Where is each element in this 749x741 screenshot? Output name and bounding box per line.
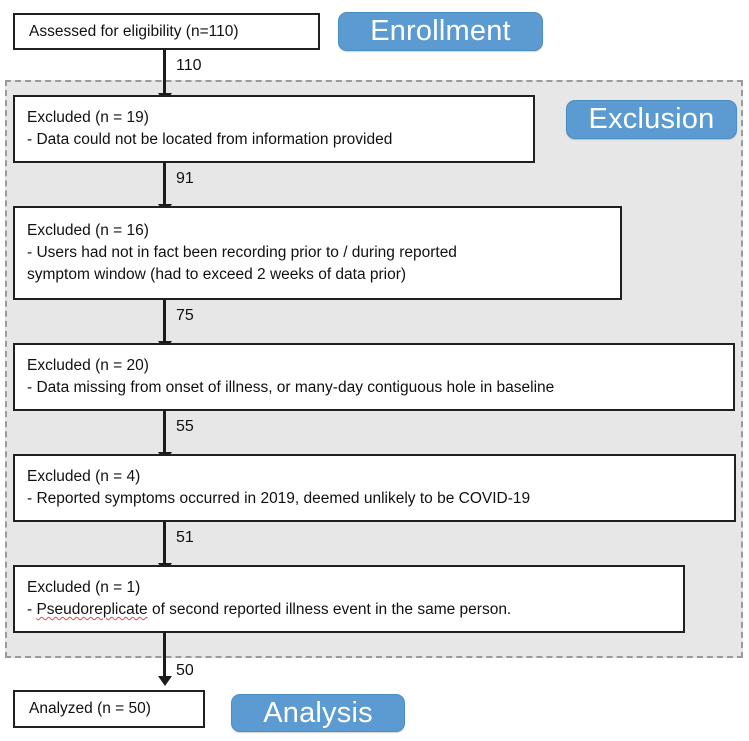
node-excluded-16-line-1: Excluded (n = 16) [27,222,149,239]
arrow-assessed-to-excluded-19 [157,50,172,103]
stage-pill-exclusion-label: Exclusion [588,103,715,135]
stage-pill-enrollment-label: Enrollment [370,15,511,47]
node-excluded-4[interactable]: Excluded (n = 4) - Reported symptoms occ… [13,454,736,522]
arrow-label-51: 51 [176,529,194,546]
arrow-label-55: 55 [176,418,194,435]
node-excluded-16-line-3: symptom window (had to exceed 2 weeks of… [27,266,407,283]
node-excluded-19-line-1: Excluded (n = 19) [27,109,149,126]
node-excluded-20-line-2: - Data missing from onset of illness, or… [27,379,555,396]
node-excluded-20[interactable]: Excluded (n = 20) - Data missing from on… [13,343,735,411]
arrow-excluded-19-to-excluded-16 [157,163,172,214]
arrow-excluded-4-to-excluded-1 [157,522,172,573]
arrowhead-icon [157,676,172,686]
stage-pill-enrollment: Enrollment [338,12,543,51]
node-analyzed[interactable]: Analyzed (n = 50) [13,690,205,728]
arrow-label-50: 50 [176,662,194,679]
spellcheck-word: Pseudoreplicate [36,601,148,618]
node-excluded-1[interactable]: Excluded (n = 1) - Pseudoreplicate of se… [13,565,685,633]
arrow-label-110: 110 [176,57,202,74]
node-excluded-1-line-2: - Pseudoreplicate of second reported ill… [27,599,673,621]
node-excluded-4-line-2: - Reported symptoms occurred in 2019, de… [27,490,531,507]
node-excluded-19-line-2: - Data could not be located from informa… [27,131,393,148]
node-excluded-20-line-1: Excluded (n = 20) [27,357,149,374]
node-assessed[interactable]: Assessed for eligibility (n=110) [13,13,320,50]
excluded-1-rest: of second reported illness event in the … [147,601,512,618]
stage-pill-analysis: Analysis [231,694,405,732]
node-excluded-4-line-1: Excluded (n = 4) [27,468,141,485]
hyphen-prefix: - [27,601,37,618]
arrow-label-91: 91 [176,170,194,187]
stage-pill-analysis-label: Analysis [263,696,373,729]
node-excluded-16-line-2: - Users had not in fact been recording p… [27,244,457,261]
node-excluded-16[interactable]: Excluded (n = 16) - Users had not in fac… [13,206,622,300]
node-excluded-19[interactable]: Excluded (n = 19) - Data could not be lo… [13,95,535,163]
arrow-excluded-16-to-excluded-20 [157,300,172,351]
node-excluded-1-line-1: Excluded (n = 1) [27,579,141,596]
stage-pill-exclusion: Exclusion [566,100,737,139]
arrow-excluded-20-to-excluded-4 [157,411,172,462]
node-analyzed-line-1: Analyzed (n = 50) [29,700,151,717]
node-assessed-line-1: Assessed for eligibility (n=110) [29,22,239,40]
arrow-excluded-1-to-analyzed [157,633,172,686]
arrow-label-75: 75 [176,307,194,324]
